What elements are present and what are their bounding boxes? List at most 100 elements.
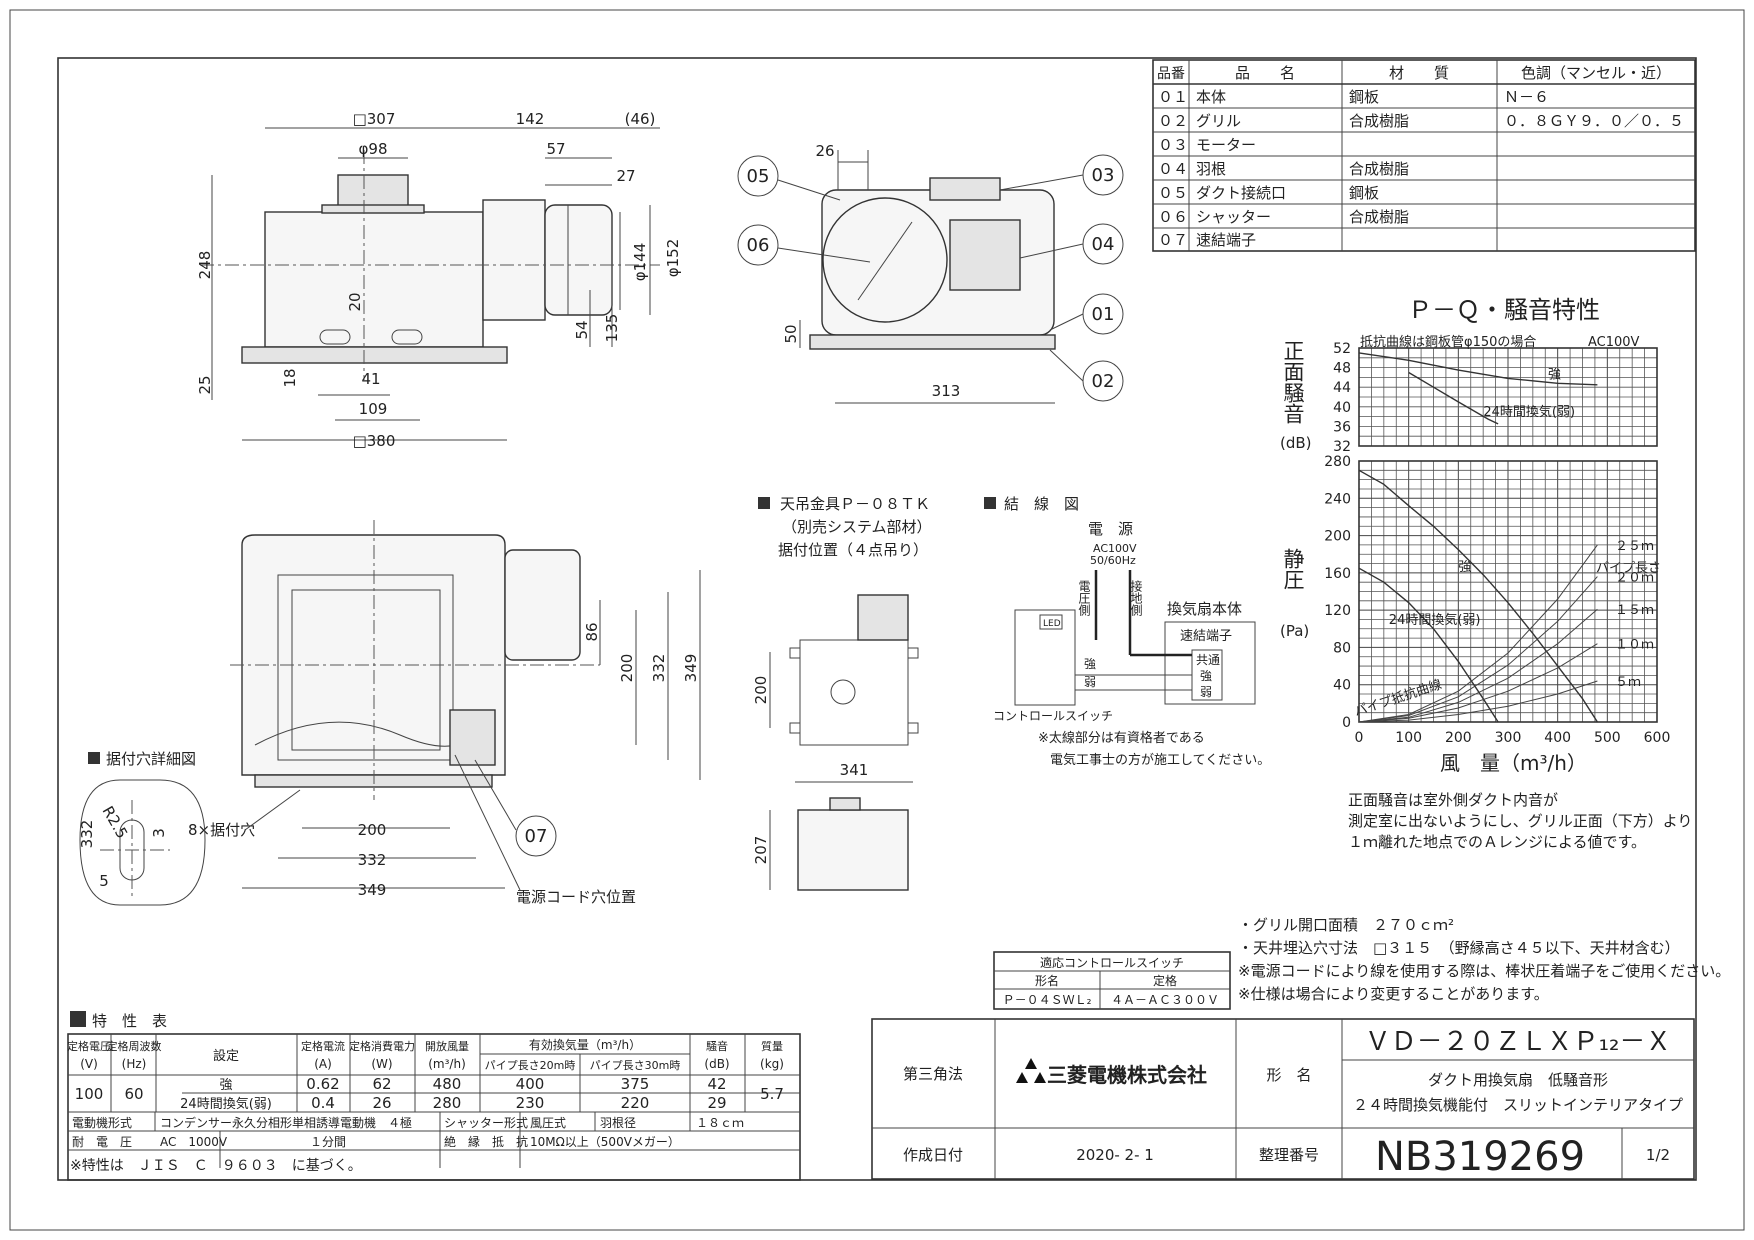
dim-label: 200 bbox=[752, 676, 770, 705]
section-marker bbox=[88, 752, 100, 764]
dim-label: φ144 bbox=[631, 243, 649, 282]
pq-xlabel: 風 量（m³/h） bbox=[1440, 751, 1587, 775]
part-material: 鋼板 bbox=[1349, 88, 1379, 106]
callout-06 bbox=[737, 224, 779, 266]
part-color: ０．８ＧＹ９．０／０．５ bbox=[1504, 112, 1684, 130]
wiring-ground-side: 接地側 bbox=[1129, 579, 1143, 616]
page-number: 1/2 bbox=[1646, 1146, 1670, 1164]
hanger-section: 天吊金具Ｐ－０８ＴＫ （別売システム部材） 据付位置（４点吊り） 200 341… bbox=[752, 495, 932, 891]
wiring-hz: 50/60Hz bbox=[1090, 554, 1136, 567]
cord-hole-label: 電源コード穴位置 bbox=[516, 888, 636, 906]
x-tick-label: 600 bbox=[1644, 730, 1671, 746]
wiring-switch: コントロールスイッチ bbox=[993, 709, 1113, 723]
mount-detail-title: 据付穴詳細図 bbox=[106, 750, 196, 768]
switch-box bbox=[1014, 609, 1076, 706]
spec-pipe30: 375 bbox=[621, 1075, 650, 1093]
x-tick-label: 100 bbox=[1395, 730, 1422, 746]
resistance-label: パイプ抵抗曲線 bbox=[1352, 676, 1444, 719]
shutter-label: シャッター形式 bbox=[444, 1116, 528, 1130]
spec-h-mass-u: (kg) bbox=[760, 1057, 784, 1071]
callout-label: 04 bbox=[1092, 234, 1115, 255]
section-marker bbox=[758, 497, 770, 509]
spec-h-power: 定格消費電力 bbox=[349, 1039, 415, 1053]
notes: ・グリル開口面積 ２７０ｃｍ² ・天井埋込穴寸法 □３１５ （野縁高さ４５以下、… bbox=[1238, 916, 1730, 1003]
note-line: ※仕様は場合により変更することがあります。 bbox=[1238, 985, 1549, 1003]
y-tick-label: 36 bbox=[1333, 419, 1351, 435]
spec-h-mass: 質量 bbox=[761, 1039, 783, 1053]
switch-table-header: 定格 bbox=[1153, 973, 1177, 988]
pq-panel-frame bbox=[1358, 460, 1658, 723]
y-tick-label: 0 bbox=[1342, 715, 1351, 731]
spec-power: 26 bbox=[372, 1094, 391, 1112]
spec-openair: 480 bbox=[433, 1075, 462, 1093]
dim-label: 248 bbox=[196, 251, 214, 280]
wiring-terminal: 速結端子 bbox=[1180, 629, 1232, 644]
model-number: ＶＤ－２０ＺＬＸＰ₁₂－Ｘ bbox=[1365, 1027, 1672, 1057]
dim-label: 27 bbox=[616, 167, 635, 185]
series-label: 24時間換気(弱) bbox=[1483, 404, 1575, 420]
blade-value: １８ｃｍ bbox=[696, 1116, 744, 1130]
callout-label: 06 bbox=[747, 235, 770, 256]
pipe-resistance-curve bbox=[1358, 643, 1598, 723]
x-tick-label: 300 bbox=[1495, 730, 1522, 746]
noise-voltage: AC100V bbox=[1588, 335, 1640, 350]
dim-label: 3 bbox=[150, 828, 168, 838]
dim-label: 25 bbox=[196, 375, 214, 394]
y-tick-label: 44 bbox=[1333, 380, 1351, 396]
dim-label: φ152 bbox=[664, 239, 682, 278]
dim-label: 313 bbox=[932, 382, 961, 400]
noise-note: 抵抗曲線は鋼板管φ150の場合 bbox=[1360, 334, 1536, 350]
pipe-resistance-curve bbox=[1358, 576, 1598, 723]
callout-label: 05 bbox=[747, 166, 770, 187]
callout-05 bbox=[737, 155, 779, 197]
projection-label: 第三角法 bbox=[903, 1065, 963, 1083]
parts-header-name: 品 名 bbox=[1235, 64, 1295, 82]
spec-freq: 60 bbox=[124, 1085, 143, 1103]
section-marker bbox=[70, 1011, 86, 1027]
part-no: ０３ bbox=[1158, 136, 1188, 154]
part-no: ０２ bbox=[1158, 112, 1188, 130]
parts-header-color: 色調（マンセル・近） bbox=[1521, 64, 1671, 82]
dim-label: □380 bbox=[353, 432, 396, 450]
x-tick-label: 400 bbox=[1544, 730, 1571, 746]
callout-label: 01 bbox=[1092, 304, 1115, 325]
part-no: ０７ bbox=[1158, 231, 1188, 249]
spec-h-openair-u: (m³/h) bbox=[428, 1057, 466, 1071]
pipe-length-label: ２０ｍ bbox=[1615, 571, 1654, 586]
spec-footnote: ※特性は ＪＩＳ Ｃ ９６０３ に基づく。 bbox=[70, 1157, 362, 1174]
section-marker bbox=[984, 497, 996, 509]
pq-chart: Ｐ－Ｑ・騒音特性 正面騒音 (dB) 抵抗曲線は鋼板管φ150の場合 AC100… bbox=[1280, 296, 1692, 851]
date-label: 作成日付 bbox=[903, 1146, 963, 1164]
part-no: ０４ bbox=[1158, 160, 1188, 178]
hanger-line3: 据付位置（４点吊り） bbox=[778, 541, 928, 559]
spec-h-voltage: 定格電圧 bbox=[67, 1039, 111, 1053]
company-name: 三菱電機株式会社 bbox=[1047, 1063, 1207, 1087]
chart-caption: 正面騒音は室外側ダクト内音が bbox=[1348, 791, 1558, 809]
parts-header-material: 材 質 bbox=[1389, 64, 1449, 82]
duct-opening bbox=[822, 197, 948, 323]
dim-label: 26 bbox=[815, 142, 834, 160]
switch-model: Ｐ－０４ＳＷＬ₂ bbox=[1003, 993, 1092, 1007]
callout-07 bbox=[515, 815, 557, 857]
x-tick-label: 200 bbox=[1445, 730, 1472, 746]
wiring-fan-body: 換気扇本体 bbox=[1167, 600, 1242, 618]
dim-label: 86 bbox=[583, 622, 601, 641]
hanger-line2: （別売システム部材） bbox=[782, 518, 932, 536]
part-name: 本体 bbox=[1196, 88, 1226, 106]
spec-title: 特 性 表 bbox=[92, 1012, 167, 1030]
spec-setting: 強 bbox=[219, 1078, 232, 1093]
part-no: ０６ bbox=[1158, 208, 1188, 226]
wiring-power: 電 源 bbox=[1088, 520, 1133, 538]
terminal-box bbox=[449, 709, 496, 766]
outer-frame bbox=[9, 9, 1745, 1231]
x-tick-label: 500 bbox=[1594, 730, 1621, 746]
part-no: ０５ bbox=[1158, 184, 1188, 202]
pipe-length-label: ５ｍ bbox=[1615, 675, 1641, 690]
series-label: 24時間換気(弱) bbox=[1389, 612, 1481, 628]
noise-panel-frame bbox=[1358, 347, 1658, 447]
spec-h-voltage-u: (V) bbox=[80, 1057, 98, 1071]
dim-label: 109 bbox=[359, 400, 388, 418]
withstand-label: 耐 電 圧 bbox=[72, 1135, 132, 1149]
chart-caption: １ｍ離れた地点でのＡレンジによる値です。 bbox=[1348, 833, 1646, 851]
model-desc1: ダクト用換気扇 低騒音形 bbox=[1428, 1071, 1608, 1089]
